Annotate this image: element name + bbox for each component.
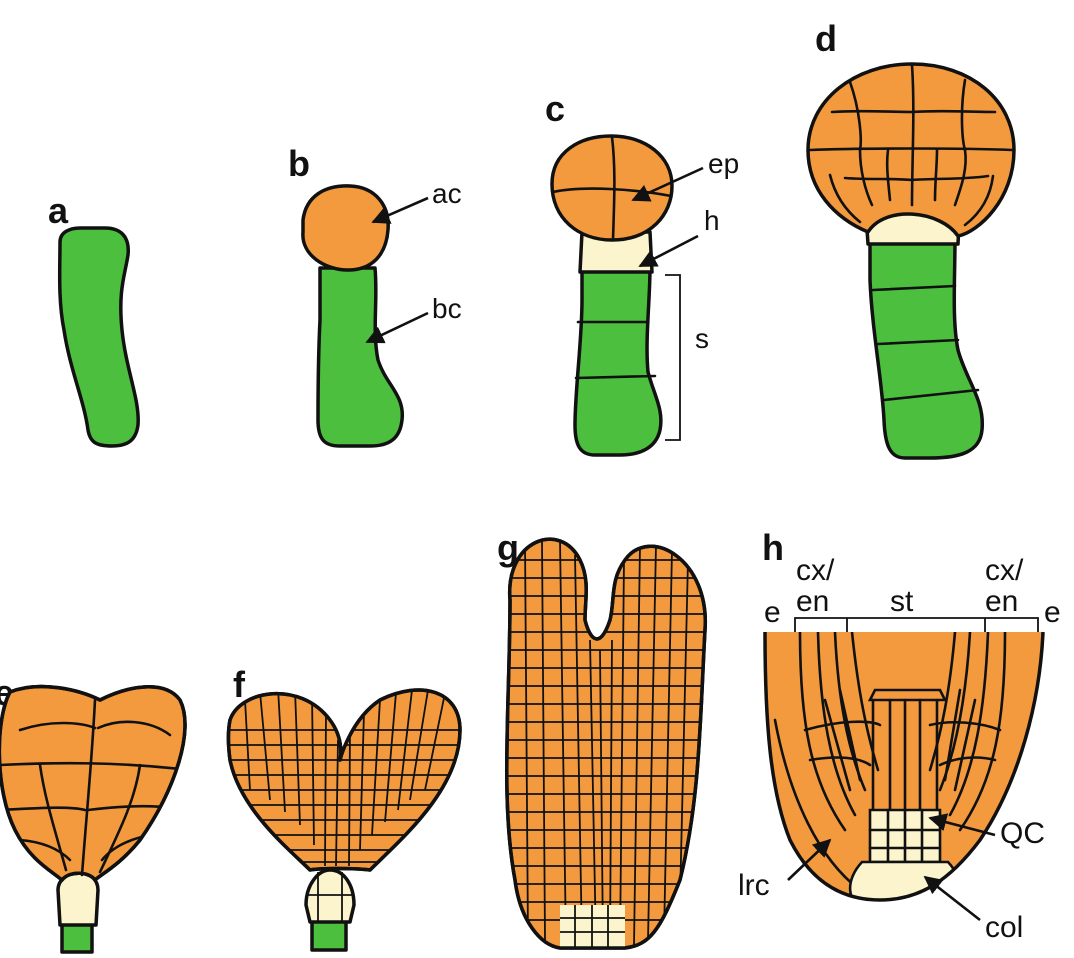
panel-letter-g: g	[497, 527, 519, 568]
arrow-ac	[371, 196, 429, 224]
panel-d: d	[806, 18, 1016, 460]
label-e-right: e	[1044, 596, 1061, 629]
bracket-h	[794, 617, 1039, 632]
label-h: h	[704, 205, 720, 236]
wall-c-ep1	[610, 135, 616, 242]
wall-d-5	[830, 109, 914, 114]
wall-e-4	[96, 720, 172, 737]
panel-f: f	[226, 664, 462, 952]
hypophysis-f-walls	[306, 872, 354, 922]
wall-d-2	[808, 147, 1014, 152]
wall-e-9	[18, 838, 72, 862]
embryo-proper-g-outline	[504, 537, 707, 950]
label-cx-right: cx/	[985, 554, 1024, 587]
panel-e: e	[0, 672, 187, 954]
panel-h: h cx/ en st cx/ en e e	[738, 527, 1061, 944]
wall-d-s3	[882, 388, 980, 402]
wall-d-14	[933, 148, 939, 202]
wall-d-s1	[871, 284, 957, 292]
wall-c-ep2	[551, 187, 673, 198]
root-tip-outline	[763, 631, 1045, 902]
panel-a: a	[48, 190, 140, 448]
hypophysis-f	[304, 868, 356, 924]
arrow-ep	[631, 166, 704, 202]
panel-letter-a: a	[48, 190, 69, 231]
basal-cell-bc	[316, 266, 404, 448]
cells-f	[230, 690, 460, 867]
panel-letter-d: d	[815, 18, 837, 59]
label-qc: QC	[1000, 817, 1045, 850]
wall-e-7	[38, 763, 68, 872]
apical-cell-ac	[301, 184, 390, 272]
panel-letter-c: c	[545, 88, 565, 129]
arrow-h	[638, 234, 699, 268]
wall-d-6	[910, 109, 997, 114]
embryo-proper-e-outline	[0, 684, 187, 882]
suspensor-d	[868, 236, 985, 460]
suspensor	[573, 266, 663, 457]
wall-d-10	[910, 174, 990, 182]
label-ep: ep	[708, 148, 739, 179]
label-s: s	[695, 323, 709, 354]
panel-letter-b: b	[288, 143, 310, 184]
suspensor-e	[60, 922, 94, 954]
arrow-lrc	[787, 838, 832, 881]
wall-d-13	[885, 148, 892, 202]
arrow-qc	[928, 813, 996, 837]
label-lrc: lrc	[738, 869, 770, 902]
label-bc: bc	[432, 293, 462, 324]
wall-d-4	[960, 78, 967, 152]
suspensor-f	[310, 918, 348, 952]
panel-letter-h: h	[762, 527, 784, 568]
label-en-right: en	[985, 585, 1018, 618]
label-col: col	[985, 911, 1023, 944]
embryo-proper-f-outline	[226, 688, 462, 872]
wall-e-2	[0, 761, 186, 772]
wall-e-8	[98, 763, 142, 874]
wall-e-3	[18, 721, 97, 732]
label-st: st	[890, 585, 914, 618]
embryo-proper-f	[226, 688, 462, 872]
label-cx-left: cx/	[796, 554, 835, 587]
wall-d-s2	[876, 338, 960, 346]
arrow-bc	[365, 311, 429, 344]
wall-d-11	[828, 173, 862, 224]
wall-d-1	[910, 63, 915, 207]
wall-e-1	[80, 698, 97, 877]
wall-d-9	[843, 176, 914, 182]
cells-g	[506, 539, 706, 948]
label-en-left: en	[796, 585, 829, 618]
bracket-s	[665, 274, 681, 441]
label-e-left: e	[764, 596, 781, 629]
wall-d-12	[963, 174, 995, 227]
columella	[848, 860, 962, 900]
panel-c: c ep h s	[545, 88, 739, 457]
arrow-col	[923, 875, 981, 922]
basal-cell-a	[57, 226, 140, 448]
panel-b: b ac bc	[288, 143, 462, 448]
panel-g: g	[497, 527, 707, 950]
wall-e-5	[0, 806, 87, 812]
wall-d-3	[848, 80, 862, 152]
wall-c-s2	[574, 374, 657, 380]
label-ac: ac	[432, 178, 462, 209]
panel-letter-f: f	[233, 664, 246, 705]
